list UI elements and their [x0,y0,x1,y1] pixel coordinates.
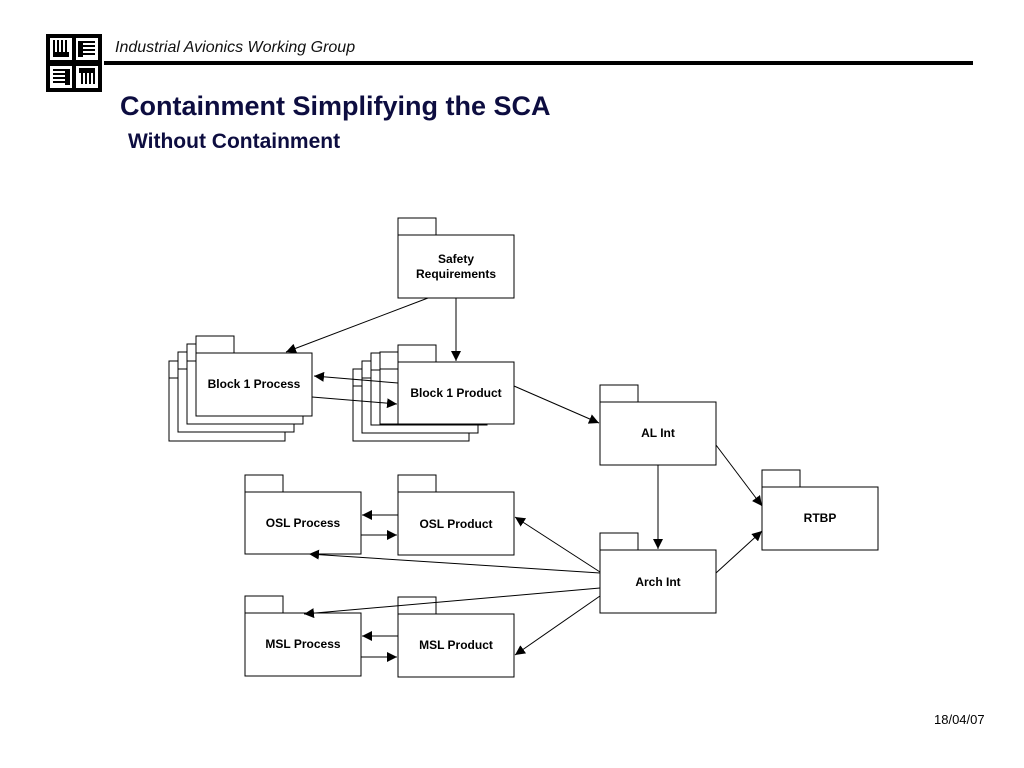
package-block1-process [168,335,313,442]
package-osl-process [244,474,362,555]
package-al-int [599,384,717,466]
arrow-arch-int-to-osl-process [308,549,601,574]
label-msl-product: MSL Product [419,638,493,652]
package-arch-int [599,532,717,614]
package-rtbp [761,469,879,551]
label-osl-process: OSL Process [266,516,341,530]
package-msl-process [244,595,362,677]
package-safety-requirements [397,217,515,299]
arrow-block1-process-to-product [311,396,398,409]
label-block1-product: Block 1 Product [410,386,501,400]
label-arch-int: Arch Int [635,575,680,589]
label-block1-process: Block 1 Process [208,377,301,391]
organization-name: Industrial Avionics Working Group [115,39,356,56]
package-osl-product [397,474,515,556]
page-subtitle: Without Containment [128,130,341,153]
arrow-arch-int-to-msl-process [303,587,601,619]
arrow-arch-int-to-rtbp [715,530,763,574]
header-rule [104,61,973,65]
label-safety-line2: Requirements [416,267,496,281]
arrow-arch-int-to-osl-product [514,516,601,573]
arrow-safety-to-block1-process [285,297,429,354]
package-block1-product [352,344,515,442]
label-msl-process: MSL Process [265,637,340,651]
label-al-int: AL Int [641,426,675,440]
hands-logo-icon [46,34,102,92]
arrow-al-int-to-rtbp [715,444,763,507]
footer-date: 18/04/07 [934,712,985,727]
label-osl-product: OSL Product [419,517,492,531]
page-title: Containment Simplifying the SCA [120,91,551,121]
arrow-block1-product-to-al-int [513,385,600,424]
arrow-block1-product-to-process [313,371,399,384]
label-safety-line1: Safety [438,252,474,266]
arrow-arch-int-to-msl-product [514,595,601,656]
label-rtbp: RTBP [804,511,837,525]
package-msl-product [397,596,515,678]
